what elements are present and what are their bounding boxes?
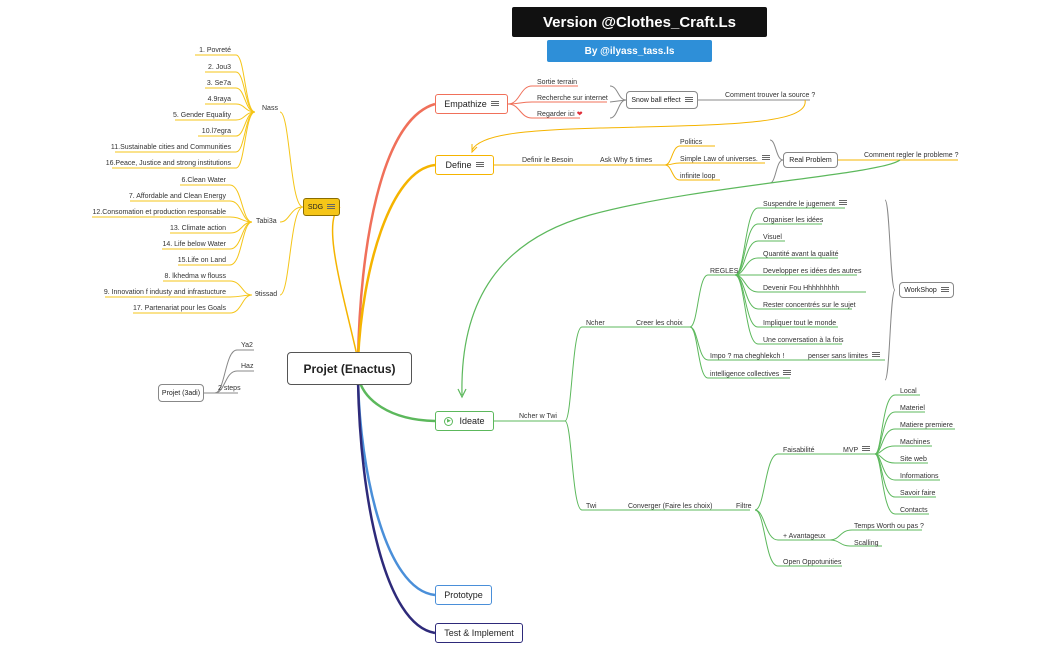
creer-label: Creer les choix (636, 320, 683, 327)
twi-label: Twi (586, 503, 597, 510)
mvp-item: Local (900, 388, 917, 395)
notes-icon (490, 101, 499, 107)
ya2-label: Ya2 (241, 342, 253, 349)
sdg-goal: 7. Affordable and Clean Energy (128, 193, 226, 200)
sdg-goal: 3. Se7a (206, 80, 231, 87)
mvp-item: Site web (900, 456, 927, 463)
rule-item: Devenir Fou Hhhhhhhhh (763, 285, 840, 292)
rule-item: Visuel (763, 234, 782, 241)
tissad-label: 9tissad (255, 291, 278, 298)
open-label: Open Oppotunities (783, 559, 842, 566)
empathize-topic[interactable]: Empathize (435, 94, 508, 114)
rule-item: Developper es idées des autres (763, 268, 862, 275)
sdg-goal: 4.9raya (207, 96, 231, 103)
besoin-label: Definir le Besoin (522, 157, 573, 164)
notes-icon (761, 155, 770, 161)
rule-item: Quantité avant la qualité (763, 251, 839, 258)
empathize-label: Empathize (444, 99, 487, 109)
scal-label: Scalling (854, 540, 879, 547)
ideate-topic[interactable]: ▶ Ideate (435, 411, 494, 431)
empathize-item: Sortie terrain (537, 79, 578, 86)
subtitle-banner: By @ilyass_tass.ls (547, 40, 712, 62)
notes-icon (940, 287, 949, 293)
rule-item: Suspendre le jugement (763, 200, 847, 209)
snowball-topic[interactable]: Snow ball effect (626, 91, 698, 109)
rule-item: Une conversation à la fois (763, 337, 844, 344)
workshop-label: WorkShop (904, 286, 937, 294)
steps-label: 2 steps (218, 385, 241, 392)
sdg-label: SDG (307, 203, 324, 211)
sdg-topic[interactable]: SDG (303, 198, 340, 216)
define-item: Politics (680, 139, 703, 146)
define-item: infinite loop (680, 173, 716, 180)
why-label: Ask Why 5 times (600, 157, 653, 164)
mvp-item: Machines (900, 439, 930, 446)
sdg-goal: 1. Povreté (199, 47, 231, 54)
notes-icon (871, 352, 880, 358)
define-topic[interactable]: Define (435, 155, 494, 175)
sdg-goal: 5. Gender Equality (173, 112, 231, 119)
mvp-item: Contacts (900, 507, 928, 514)
rule-item: Organiser les idées (763, 217, 824, 224)
test-topic[interactable]: Test & Implement (435, 623, 523, 643)
mvp-item: Matiere premiere (900, 422, 953, 429)
regles-label: REGLES (710, 268, 739, 275)
rule-item: Rester concentrés sur le sujet (763, 302, 856, 309)
nw-label: Ncher w Twi (519, 413, 557, 420)
empathize-item: Regarder ici ❤ (537, 111, 583, 118)
play-icon: ▶ (444, 416, 454, 426)
ideate-label: Ideate (459, 416, 485, 426)
sdg-goal: 13. Climate action (169, 225, 226, 232)
central-topic[interactable]: Projet (Enactus) (287, 352, 412, 385)
define-label: Define (445, 160, 472, 170)
sdg-goal: 17. Partenariat pour les Goals (133, 305, 226, 312)
empathize-item: Recherche sur internet (537, 95, 608, 102)
tabi3a-label: Tabi3a (256, 218, 277, 225)
sdg-goal: 9. Innovation f industy and infrastuctur… (103, 289, 226, 296)
temps-label: Temps Worth ou pas ? (854, 523, 924, 530)
nass-label: Nass (262, 105, 278, 112)
prototype-topic[interactable]: Prototype (435, 585, 492, 605)
sdg-goal: 6.Clean Water (181, 177, 226, 184)
mvp-item: Informations (900, 473, 939, 480)
converger-label: Converger (Faire les choix) (628, 503, 713, 510)
sdg-goal: 12.Consomation et production responsable (92, 209, 226, 216)
notes-icon (327, 204, 336, 210)
mvp-label: MVP (843, 446, 871, 455)
sdg-goal: 15.Life on Land (177, 257, 226, 264)
ncher-label: Ncher (586, 320, 605, 327)
sdg-goal: 8. lkhedma w flouss (164, 273, 226, 280)
title-banner: Version @Clothes_Craft.Ls (512, 7, 767, 37)
sdg-goal: 16.Peace, Justice and strong institution… (105, 160, 231, 167)
regler-label: Comment regler le probleme ? (864, 152, 959, 159)
snowball-label: Snow ball effect (631, 96, 681, 104)
define-item: Simple Law of universes. (680, 155, 770, 164)
faisab-label: Faisabilité (783, 447, 815, 454)
real-problem-topic[interactable]: Real Problem (783, 152, 838, 168)
penser-label: penser sans limites (808, 352, 880, 361)
intel-label: intelligence collectives (710, 370, 792, 379)
sdg-goal: 14. Life below Water (162, 241, 226, 248)
notes-icon (839, 200, 847, 206)
avant-label: + Avantageux (783, 533, 826, 540)
workshop-topic[interactable]: WorkShop (899, 282, 954, 298)
notes-icon (684, 97, 693, 103)
rule-item: Impliquer tout le monde (763, 320, 837, 327)
notes-icon (475, 162, 484, 168)
mvp-item: Materiel (900, 405, 925, 412)
haz-label: Haz (241, 363, 254, 370)
sdg-goal: 10.l7egra (201, 128, 231, 135)
source-label: Comment trouver la source ? (725, 92, 816, 99)
notes-icon (783, 370, 792, 376)
filtre-label: Filtre (736, 503, 752, 510)
mvp-item: Savoir faire (900, 490, 936, 497)
heart-icon: ❤ (576, 111, 583, 118)
impo-label: Impo ? ma cheghlekch ! (710, 353, 785, 360)
sdg-goal: 11.Sustainable cities and Communities (110, 144, 231, 151)
sdg-goal: 2. Jou3 (208, 64, 231, 71)
projet-3adi-topic[interactable]: Projet (3adi) (158, 384, 204, 402)
notes-icon (862, 446, 871, 452)
